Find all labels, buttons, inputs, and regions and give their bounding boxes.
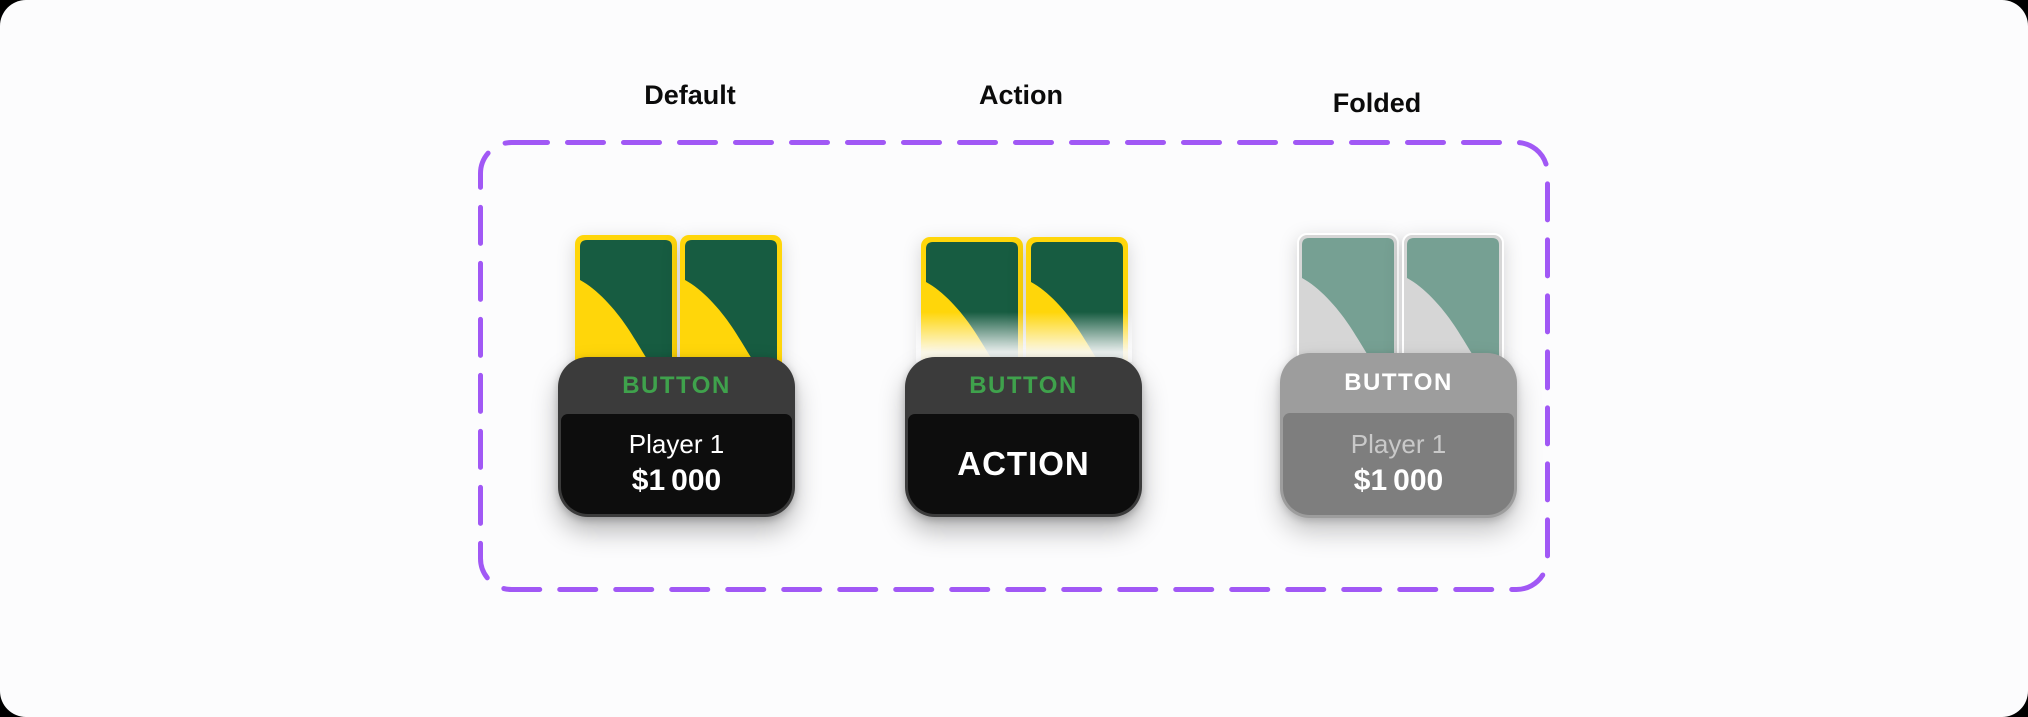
- dealer-button-badge: BUTTON: [1344, 369, 1453, 396]
- stack-amount: $1 000: [1353, 464, 1444, 498]
- player-info: Player 1 $1 000: [561, 414, 792, 514]
- state-label-action: Action: [979, 80, 1063, 110]
- state-label-default: Default: [644, 80, 736, 110]
- action-area: ACTION: [908, 414, 1139, 514]
- hole-cards-default: [575, 235, 782, 385]
- card-back-icon: [680, 235, 782, 385]
- player-pod-default[interactable]: BUTTON Player 1 $1 000: [558, 357, 795, 517]
- variants-dashed-frame: [478, 140, 1550, 592]
- player-info: Player 1 $1 000: [1283, 413, 1514, 515]
- card-back-folded-icon: [1297, 233, 1399, 383]
- dealer-button-badge: BUTTON: [969, 371, 1078, 399]
- player-name: Player 1: [1350, 429, 1447, 460]
- card-back-folded-icon: [1402, 233, 1504, 383]
- state-label-folded: Folded: [1332, 88, 1422, 118]
- dealer-button-badge: BUTTON: [622, 371, 731, 399]
- stack-amount: $1 000: [631, 464, 722, 498]
- hole-cards-folded: [1297, 233, 1504, 383]
- player-pod-folded[interactable]: BUTTON Player 1 $1 000: [1280, 353, 1517, 518]
- cards-fade-overlay: [916, 312, 1132, 362]
- player-pod-action[interactable]: BUTTON ACTION: [905, 357, 1142, 517]
- player-name: Player 1: [628, 429, 725, 460]
- card-back-icon: [575, 235, 677, 385]
- action-label: ACTION: [957, 445, 1090, 482]
